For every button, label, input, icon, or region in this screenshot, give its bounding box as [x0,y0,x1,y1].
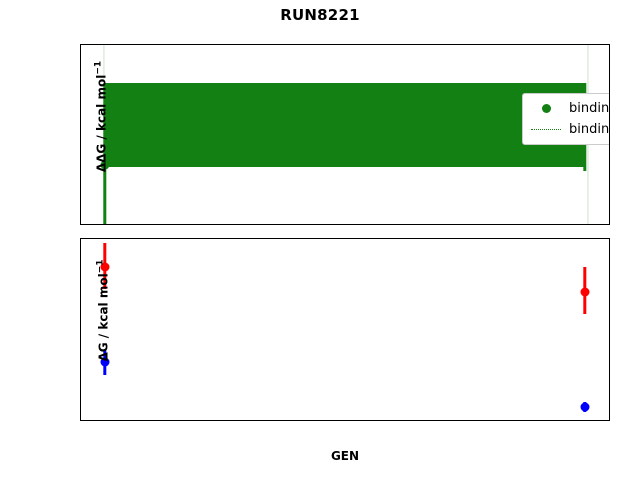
top-legend[interactable]: binding binding (all GENS) [522,93,610,145]
top-ytick-mark-2 [80,141,81,143]
top-ylabel-text: ΔΔG / kcal mol [94,74,109,173]
band-binding-all-gens- [105,82,585,168]
legend-item-binding-all-gens[interactable]: binding (all GENS) [529,119,610,140]
bot-ytick-mark-0 [80,268,81,270]
top-ytick-mark-0 [80,48,81,50]
top-plot-area [81,45,609,224]
datapoint-complex-0 [100,262,110,272]
top-ytick-mark-1 [80,95,81,97]
datapoint-solvent-1 [580,402,590,412]
legend-item-binding[interactable]: binding [529,98,610,119]
bot-xtick-mark-1 [588,420,590,421]
datapoint-solvent-0 [100,357,110,367]
top-ylabel-exponent: −1 [93,60,104,75]
bot-xtick-mark-0 [104,420,106,421]
bot-ytick-mark-3 [80,395,81,397]
x-axis-label: GEN [330,449,360,463]
bot-ytick-mark-2 [80,353,81,355]
legend-label-binding: binding [569,101,610,116]
bottom-axes-panel: −39 −40 −41 −42 0 1 ΔG / kcal mol−1 solv… [80,238,610,421]
all-gens-guide-0 [103,45,105,224]
binding-all-gens-line-icon [529,129,563,130]
binding-marker-icon [529,104,563,113]
top-xtick-mark-1 [588,224,590,225]
bottom-ylabel-text: ΔG / kcal mol [96,273,111,362]
top-axes-panel: 3.5 3.0 2.5 2.0 ΔΔG / kcal mol−1 binding… [80,44,610,225]
legend-label-binding-all-gens: binding (all GENS) [569,122,610,137]
figure-title: RUN8221 [280,6,360,24]
bottom-ylabel: ΔG / kcal mol−1 [95,239,111,391]
top-ytick-mark-3 [80,188,81,190]
top-xtick-mark-0 [104,224,106,225]
top-ylabel: ΔΔG / kcal mol−1 [93,45,109,197]
bottom-plot-area [81,239,609,420]
bottom-ylabel-exponent: −1 [95,259,106,274]
bot-ytick-mark-1 [80,310,81,312]
datapoint-complex-1 [580,287,590,297]
